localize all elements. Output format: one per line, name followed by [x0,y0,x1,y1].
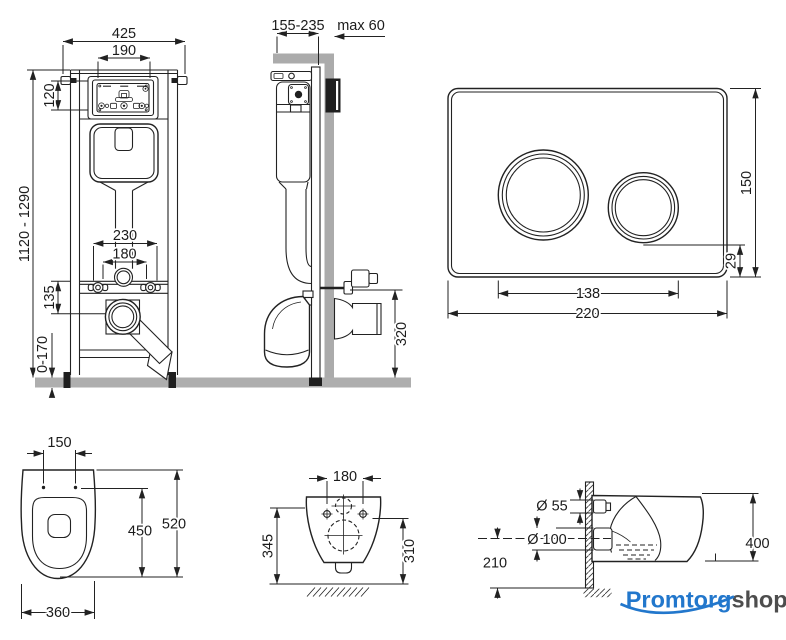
dim-stud-spacing: 180 [112,247,136,263]
wall-bar [324,63,334,378]
bowl-outlet-stub [334,562,353,574]
waste-trap [263,290,314,368]
bowl-outline [20,469,97,580]
drain-outlet [104,298,141,335]
dim-plate-width: 220 [575,306,599,322]
dim-access-height: 120 [42,83,58,107]
dim-plate-height: 150 [739,171,755,195]
flush-plate-side [325,78,341,113]
ceiling-bar [273,53,334,64]
outlet-bend [333,297,382,340]
cistern-front [79,118,168,269]
flush-button-large [497,149,589,241]
access-panel [87,75,159,120]
frame-front-view: 425 190 120 1120 - 1290 [15,24,188,398]
dim-frame-width: 425 [112,26,136,42]
dim-back-height-right: 310 [402,539,418,563]
dim-inlet-diameter: Ø 55 [536,499,567,515]
dim-outlet-diameter: Ø 100 [527,532,567,548]
frame-foot-right [168,372,176,388]
dim-plate-offset: 29 [724,253,740,269]
dim-bowl-depth: 520 [162,517,186,533]
dim-drain-offset: 135 [42,285,58,309]
bowl-hole [47,513,72,539]
logo: Promtorg shop [619,587,786,615]
frame-foot-left [63,372,71,388]
mounting-bolt-right [140,282,161,293]
flush-button-small [607,171,679,244]
bowl-seat [31,496,88,570]
inlet-connector [592,499,607,514]
frame-side-view: 155-235 max 60 320 [263,16,412,386]
dim-depth-range: 155-235 [271,18,324,34]
wall-bracket-right [176,75,188,86]
floor-hatch [583,588,612,598]
dim-seat-holes: 150 [47,435,71,451]
ground-hatch [306,587,370,597]
flush-plate-panel [447,87,728,278]
bowl-back-view: 180 345 310 [259,467,420,597]
cistern-side [275,81,312,285]
dim-foot-range: 0-170 [35,336,51,373]
dim-frame-height: 1120 - 1290 [17,186,33,262]
dim-back-holes: 180 [333,469,357,485]
bowl-top-view: 150 450 520 360 [20,433,188,623]
frame-plate [310,66,321,385]
dim-outlet-height: 320 [394,322,410,346]
dim-access-width: 190 [112,43,136,59]
flush-pipe-side [285,189,312,285]
dim-bolt-spacing: 230 [113,228,137,244]
supply-valve [350,269,370,288]
dim-bowl-inner-depth: 450 [128,524,152,540]
dim-wall-max: max 60 [337,18,385,34]
logo-suffix: shop [732,587,786,613]
dim-bowl-width: 360 [46,605,70,621]
dim-bowl-height: 400 [745,536,769,552]
logo-swoosh [619,595,735,615]
floor-band [35,377,411,388]
bowl-side-view: Ø 55 Ø 100 210 400 [478,481,771,599]
dim-outlet-center-height: 210 [483,556,507,572]
logo-brand: Promtorg [626,587,732,613]
flush-plate-view: 150 29 138 220 [447,87,761,324]
mounting-bolt-left [87,282,109,293]
dim-button-span: 138 [576,286,600,302]
dim-back-height-left: 345 [261,534,277,558]
